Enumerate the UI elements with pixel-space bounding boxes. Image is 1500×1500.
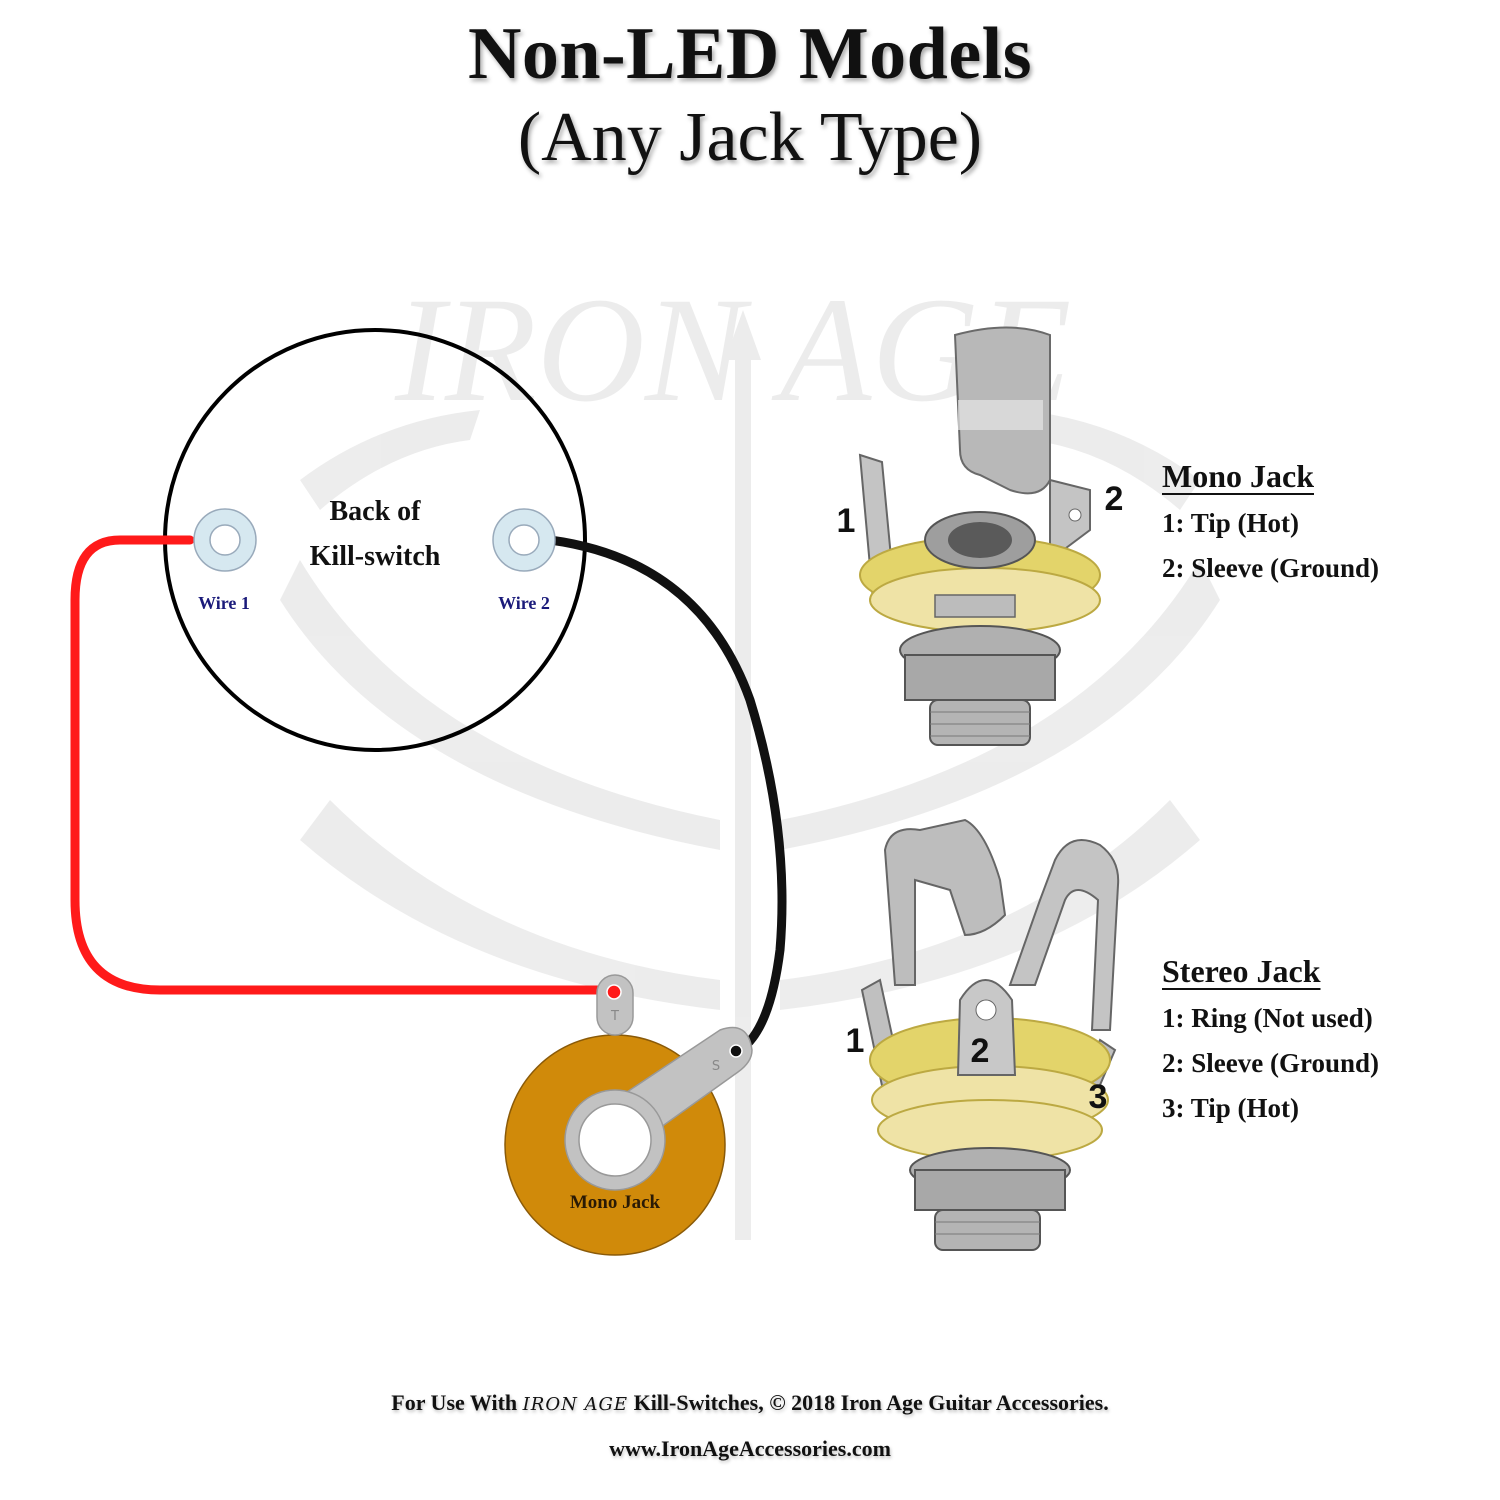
footer-website: www.IronAgeAccessories.com [609, 1436, 891, 1461]
wire-hot-red [70, 535, 617, 995]
mono-jack-label: Mono Jack [570, 1192, 661, 1213]
stereo-legend-item: 3: Tip (Hot) [1162, 1093, 1300, 1123]
wire2-label: Wire 2 [498, 593, 550, 613]
mono-legend-item: 1: Tip (Hot) [1162, 508, 1300, 538]
page-subtitle: (Any Jack Type) [517, 99, 983, 176]
wire-ground-black [545, 535, 787, 1055]
stereo-terminal-3: 3 [1089, 1078, 1108, 1116]
wire1-lug [193, 508, 257, 572]
stereo-legend-item: 1: Ring (Not used) [1162, 1003, 1373, 1033]
mono-jack-diagram: T S Mono Jack [504, 974, 753, 1256]
page-title: Non-LED Models [467, 13, 1033, 95]
tip-lug [596, 974, 634, 1036]
footer-prefix: For Use With [391, 1390, 518, 1415]
iron-age-logo: IRON AGE [522, 1394, 629, 1415]
stereo-terminal-2: 2 [971, 1032, 990, 1070]
footer-suffix: Kill-Switches, © 2018 Iron Age Guitar Ac… [633, 1390, 1109, 1415]
wire2-lug [492, 508, 556, 572]
killswitch-label-line1: Back of [330, 496, 422, 527]
mono-legend-heading: Mono Jack [1162, 458, 1314, 494]
stereo-jack-legend: Stereo Jack 1: Ring (Not used) 2: Sleeve… [1162, 953, 1379, 1131]
tip-lug-label: T [610, 1009, 619, 1024]
stereo-legend-item: 2: Sleeve (Ground) [1162, 1048, 1379, 1078]
mono-jack-photo: 1 2 [837, 326, 1124, 746]
killswitch-label-line2: Kill-switch [310, 541, 441, 572]
mono-terminal-2: 2 [1105, 480, 1124, 518]
sleeve-lug-label: S [712, 1059, 720, 1074]
mono-jack-legend: Mono Jack 1: Tip (Hot) 2: Sleeve (Ground… [1162, 458, 1379, 591]
mono-terminal-1: 1 [837, 502, 856, 540]
stereo-jack-photo: 1 2 3 [846, 818, 1120, 1251]
stereo-legend-heading: Stereo Jack [1162, 953, 1321, 989]
mono-legend-item: 2: Sleeve (Ground) [1162, 553, 1379, 583]
wire1-label: Wire 1 [198, 593, 250, 613]
stereo-terminal-1: 1 [846, 1022, 865, 1060]
footer-credit: For Use With IRON AGE Kill-Switches, © 2… [0, 1390, 1500, 1416]
